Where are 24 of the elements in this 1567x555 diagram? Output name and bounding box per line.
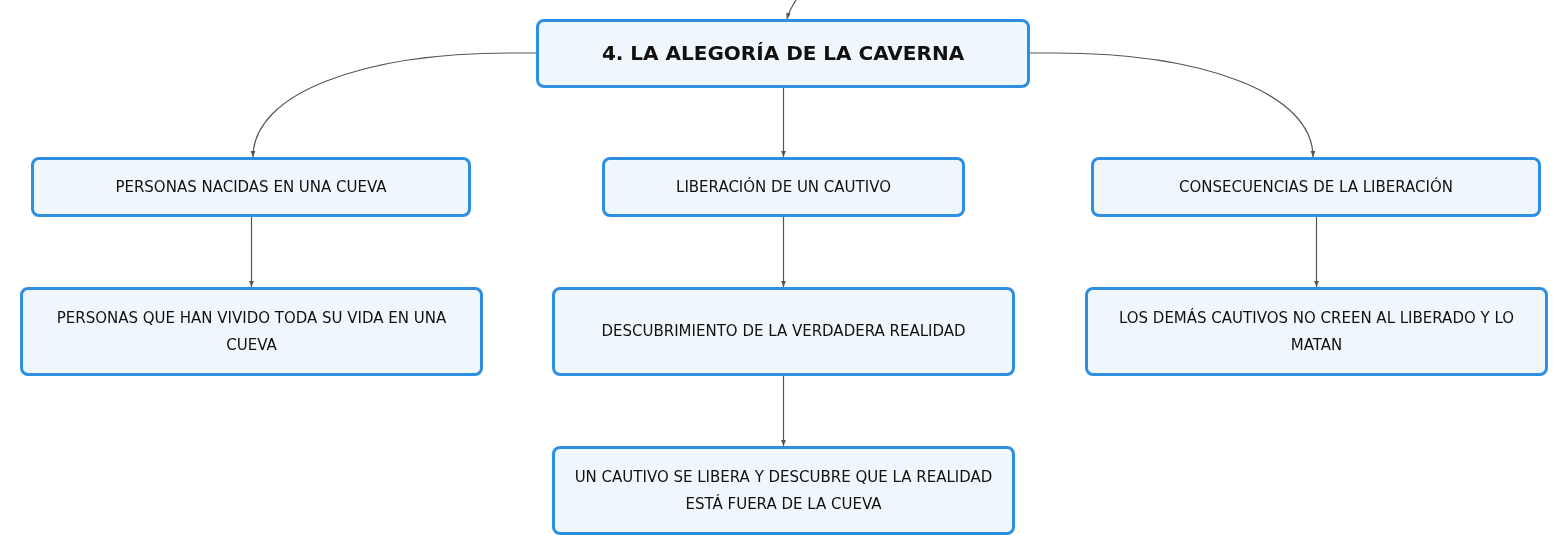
subtopic-box <box>1085 287 1548 376</box>
connector-arrow <box>781 216 786 288</box>
node-text: PERSONAS QUE HAN VIVIDO TODA SU VIDA EN UNA CUEVA <box>55 307 448 356</box>
connector-arrow <box>251 52 537 158</box>
connector-arrow <box>786 0 797 20</box>
subtopic-box <box>20 287 483 376</box>
node-text: PERSONAS NACIDAS EN UNA CUEVA <box>115 176 387 198</box>
subtopic-box <box>31 157 471 217</box>
subtopic-box <box>602 157 965 217</box>
subtopic-box <box>1091 157 1541 217</box>
connector-arrow <box>1029 52 1315 158</box>
topic-box <box>536 19 1030 88</box>
node-text: DESCUBRIMIENTO DE LA VERDADERA REALIDAD <box>601 321 966 342</box>
connector-arrow <box>781 87 786 158</box>
node-text: LIBERACIÓN DE UN CAUTIVO <box>676 176 891 198</box>
topic-text: 4. LA ALEGORÍA DE LA CAVERNA <box>601 40 965 67</box>
node-text: UN CAUTIVO SE LIBERA Y DESCUBRE QUE LA REALIDAD ESTÁ FUERA DE LA CUEVA <box>573 466 994 515</box>
node-text: CONSECUENCIAS DE LA LIBERACIÓN <box>1179 176 1453 198</box>
connector-arrow <box>249 216 254 288</box>
connector-arrow <box>1314 216 1319 288</box>
subtopic-box <box>552 446 1015 535</box>
subtopic-box <box>552 287 1015 376</box>
node-text: LOS DEMÁS CAUTIVOS NO CREEN AL LIBERADO Y LO MATAN <box>1117 307 1516 356</box>
connector-arrow <box>781 375 786 447</box>
